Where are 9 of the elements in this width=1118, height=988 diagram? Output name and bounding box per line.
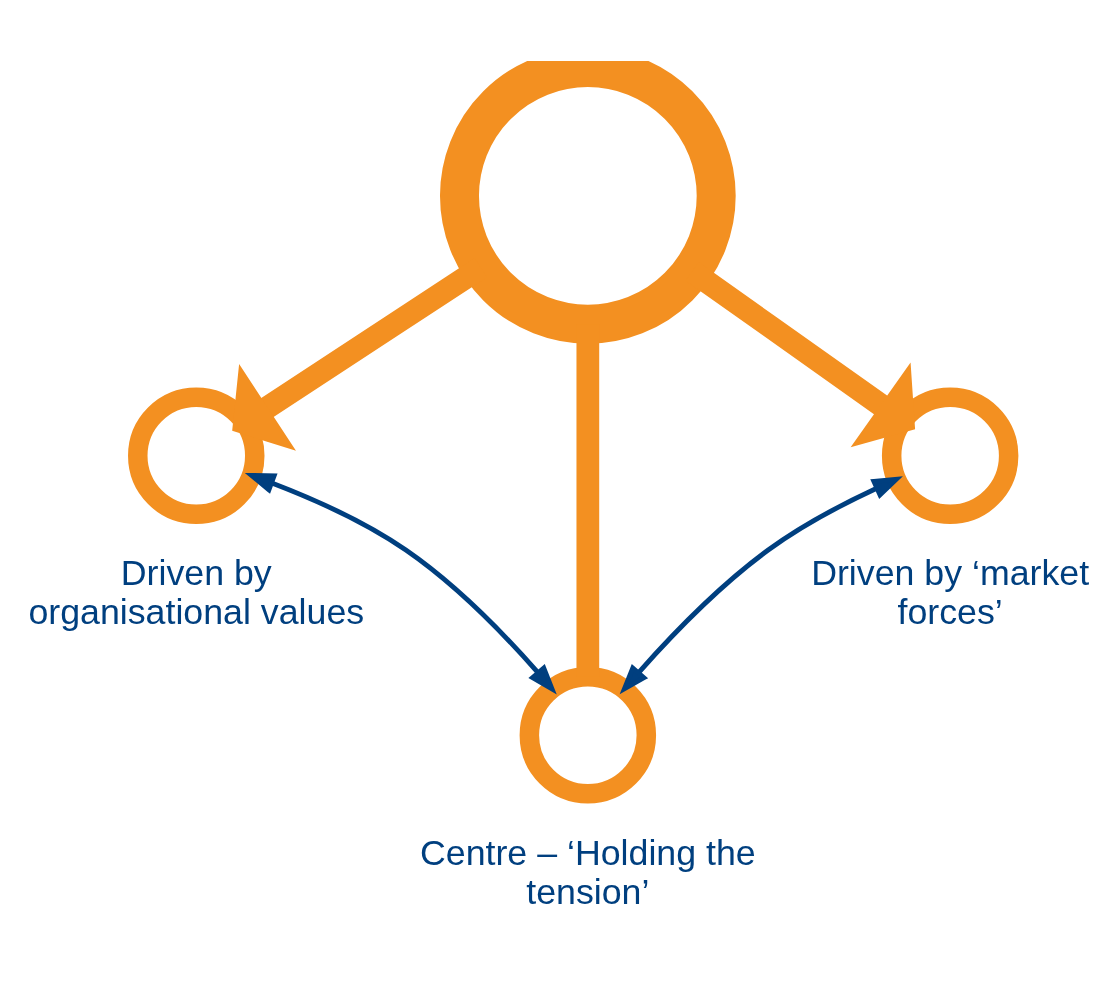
node-circle — [519, 667, 657, 804]
node-circle — [128, 387, 265, 525]
arrow — [244, 472, 557, 695]
node-label: Centre – ‘Holding the tension’ — [419, 832, 756, 912]
node-label: Driven by ‘market forces’ — [811, 553, 1090, 633]
node-label: Driven by organisational values — [28, 553, 365, 633]
arrow — [619, 476, 903, 695]
node-circle — [881, 387, 1019, 525]
node-circle — [440, 61, 736, 344]
